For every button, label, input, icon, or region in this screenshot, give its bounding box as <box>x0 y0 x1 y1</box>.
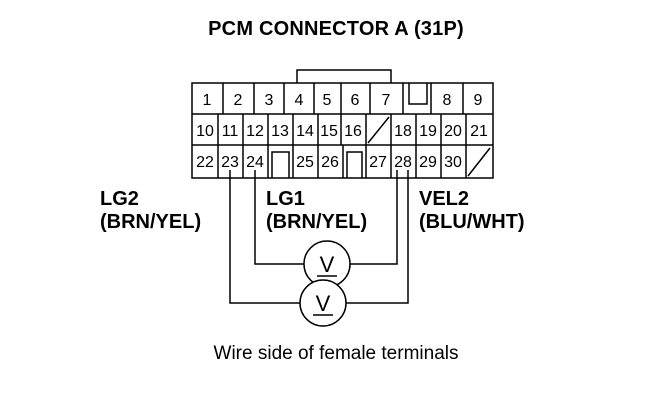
terminal-number: 20 <box>444 123 462 140</box>
voltmeter-2: V <box>299 279 347 327</box>
terminal-number: 22 <box>196 154 214 171</box>
terminal-number: 9 <box>474 92 483 109</box>
diagram-caption: Wire side of female terminals <box>213 343 459 364</box>
terminal-number: 10 <box>196 123 214 140</box>
empty-cavity-slash <box>467 147 491 177</box>
connector-notch-top <box>408 83 428 105</box>
terminal-number: 29 <box>419 154 437 171</box>
terminal-number: 21 <box>470 123 488 140</box>
terminal-number: 19 <box>419 123 437 140</box>
lg2-label: LG2 (BRN/YEL) <box>100 188 201 234</box>
terminal-number: 27 <box>369 154 387 171</box>
lg1-wire-color: (BRN/YEL) <box>266 211 368 233</box>
terminal-number: 18 <box>394 123 412 140</box>
terminal-number: 13 <box>271 123 289 140</box>
terminal-number: 2 <box>234 92 243 109</box>
lg2-name: LG2 <box>100 188 139 210</box>
terminal-number: 26 <box>321 154 339 171</box>
lg1-name: LG1 <box>266 188 305 210</box>
vel2-probe-wire-2 <box>346 170 409 304</box>
terminal-number: 23 <box>221 154 239 171</box>
terminal-number: 3 <box>265 92 274 109</box>
terminal-number: 28 <box>394 154 412 171</box>
connector-top-key <box>296 69 392 83</box>
terminal-number: 24 <box>246 154 264 171</box>
terminal-number: 6 <box>351 92 360 109</box>
vel2-name: VEL2 <box>419 188 470 210</box>
voltmeter-symbol: V <box>316 291 331 316</box>
connector-notch-bottom-left <box>271 151 290 178</box>
vel2-probe-wire-1 <box>350 170 398 265</box>
connector-notch-bottom-right <box>346 151 363 178</box>
terminal-number: 11 <box>222 123 239 140</box>
terminal-number: 8 <box>443 92 452 109</box>
terminal-number: 12 <box>246 123 264 140</box>
empty-cavity-slash <box>367 116 390 144</box>
terminal-number: 30 <box>444 154 462 171</box>
terminal-number: 16 <box>344 123 362 140</box>
vel2-wire-color: (BLU/WHT) <box>419 211 525 233</box>
lg2-wire-color: (BRN/YEL) <box>100 211 202 233</box>
lg1-probe-wire <box>254 170 304 265</box>
lg1-label: LG1 (BRN/YEL) <box>266 188 367 234</box>
terminal-number: 25 <box>296 154 314 171</box>
voltmeter-symbol: V <box>320 252 335 277</box>
terminal-number: 7 <box>382 92 391 109</box>
terminal-number: 5 <box>323 92 332 109</box>
terminal-number: 1 <box>203 92 212 109</box>
vel2-label: VEL2 (BLU/WHT) <box>419 188 525 234</box>
terminal-number: 15 <box>320 123 338 140</box>
diagram-title: PCM CONNECTOR A (31P) <box>208 18 464 40</box>
terminal-number: 14 <box>296 123 314 140</box>
voltmeter-1: V <box>303 240 351 288</box>
terminal-number: 4 <box>295 92 304 109</box>
lg2-probe-wire <box>229 170 300 304</box>
